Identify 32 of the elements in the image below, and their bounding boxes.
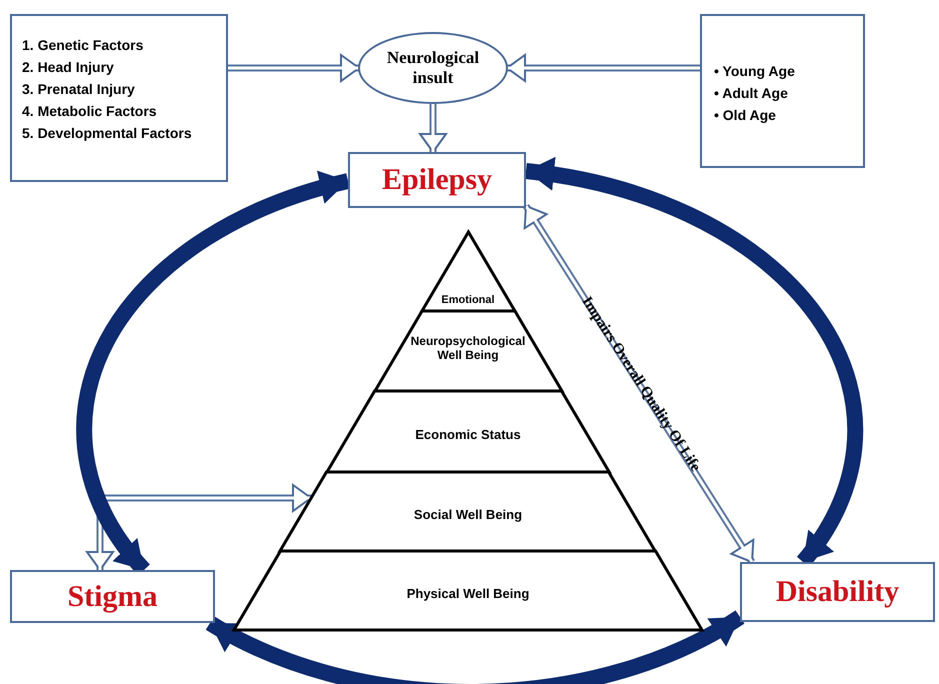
arrow: [228, 54, 360, 82]
pyramid-layer: [326, 391, 610, 472]
list-item: 5. Developmental Factors: [22, 124, 193, 143]
box-title: Disability: [776, 575, 900, 609]
double-arrow: [206, 610, 744, 684]
arrow: [419, 104, 447, 153]
arrow: [86, 484, 312, 571]
list-item: 4. Metabolic Factors: [22, 102, 158, 121]
epilepsy-box: [348, 152, 526, 208]
list-item: 2. Head Injury: [22, 58, 115, 77]
pyramid-layer: [280, 472, 656, 551]
arrow: [506, 54, 700, 82]
list-item: 1. Genetic Factors: [22, 36, 144, 55]
layer-label: Neuropsychological Well Being: [410, 335, 526, 363]
layer-label: Physical Well Being: [406, 587, 530, 602]
list-item: • Old Age: [714, 106, 777, 125]
pyramid-layer: [234, 551, 702, 630]
cause-box: [10, 14, 228, 182]
list-item: • Adult Age: [714, 84, 789, 103]
age-box: [700, 14, 865, 168]
layer-label: Economic Status: [415, 428, 521, 443]
stigma-box: [10, 570, 215, 623]
list-item: 3. Prenatal Injury: [22, 80, 136, 99]
arrow: [523, 204, 755, 564]
box-title: Stigma: [68, 580, 158, 614]
pyramid-layer: [374, 311, 562, 391]
ellipse-label: Neurological insult: [386, 48, 480, 88]
layer-label: Emotional: [441, 294, 495, 307]
layer-label: Social Well Being: [414, 508, 522, 523]
box-title: Epilepsy: [382, 163, 492, 197]
disability-box: [740, 562, 935, 622]
list-item: • Young Age: [714, 62, 796, 81]
